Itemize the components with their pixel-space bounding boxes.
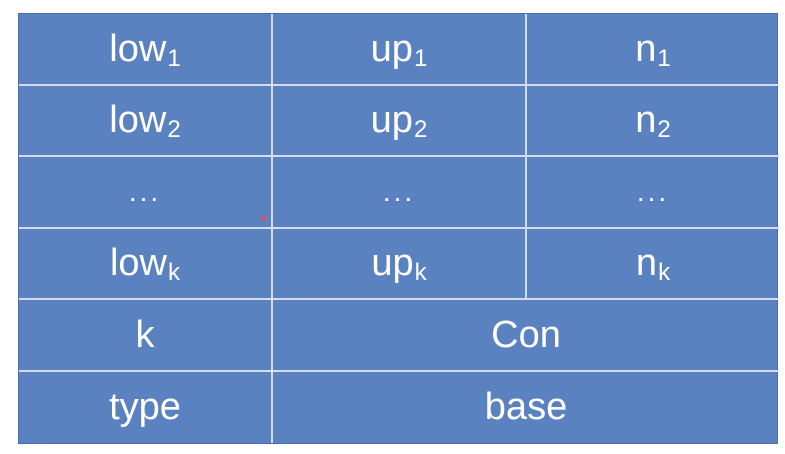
cell-type: type <box>19 371 273 443</box>
cell-ellipsis-up: ... <box>273 157 527 229</box>
cell-ellipsis-low: ... <box>19 157 273 229</box>
cell-con: Con <box>273 300 779 372</box>
cursor-marker-dot <box>261 216 266 221</box>
cell-k: k <box>19 300 273 372</box>
cell-ellipsis-n: ... <box>527 157 779 229</box>
cell-base: base <box>484 386 568 429</box>
